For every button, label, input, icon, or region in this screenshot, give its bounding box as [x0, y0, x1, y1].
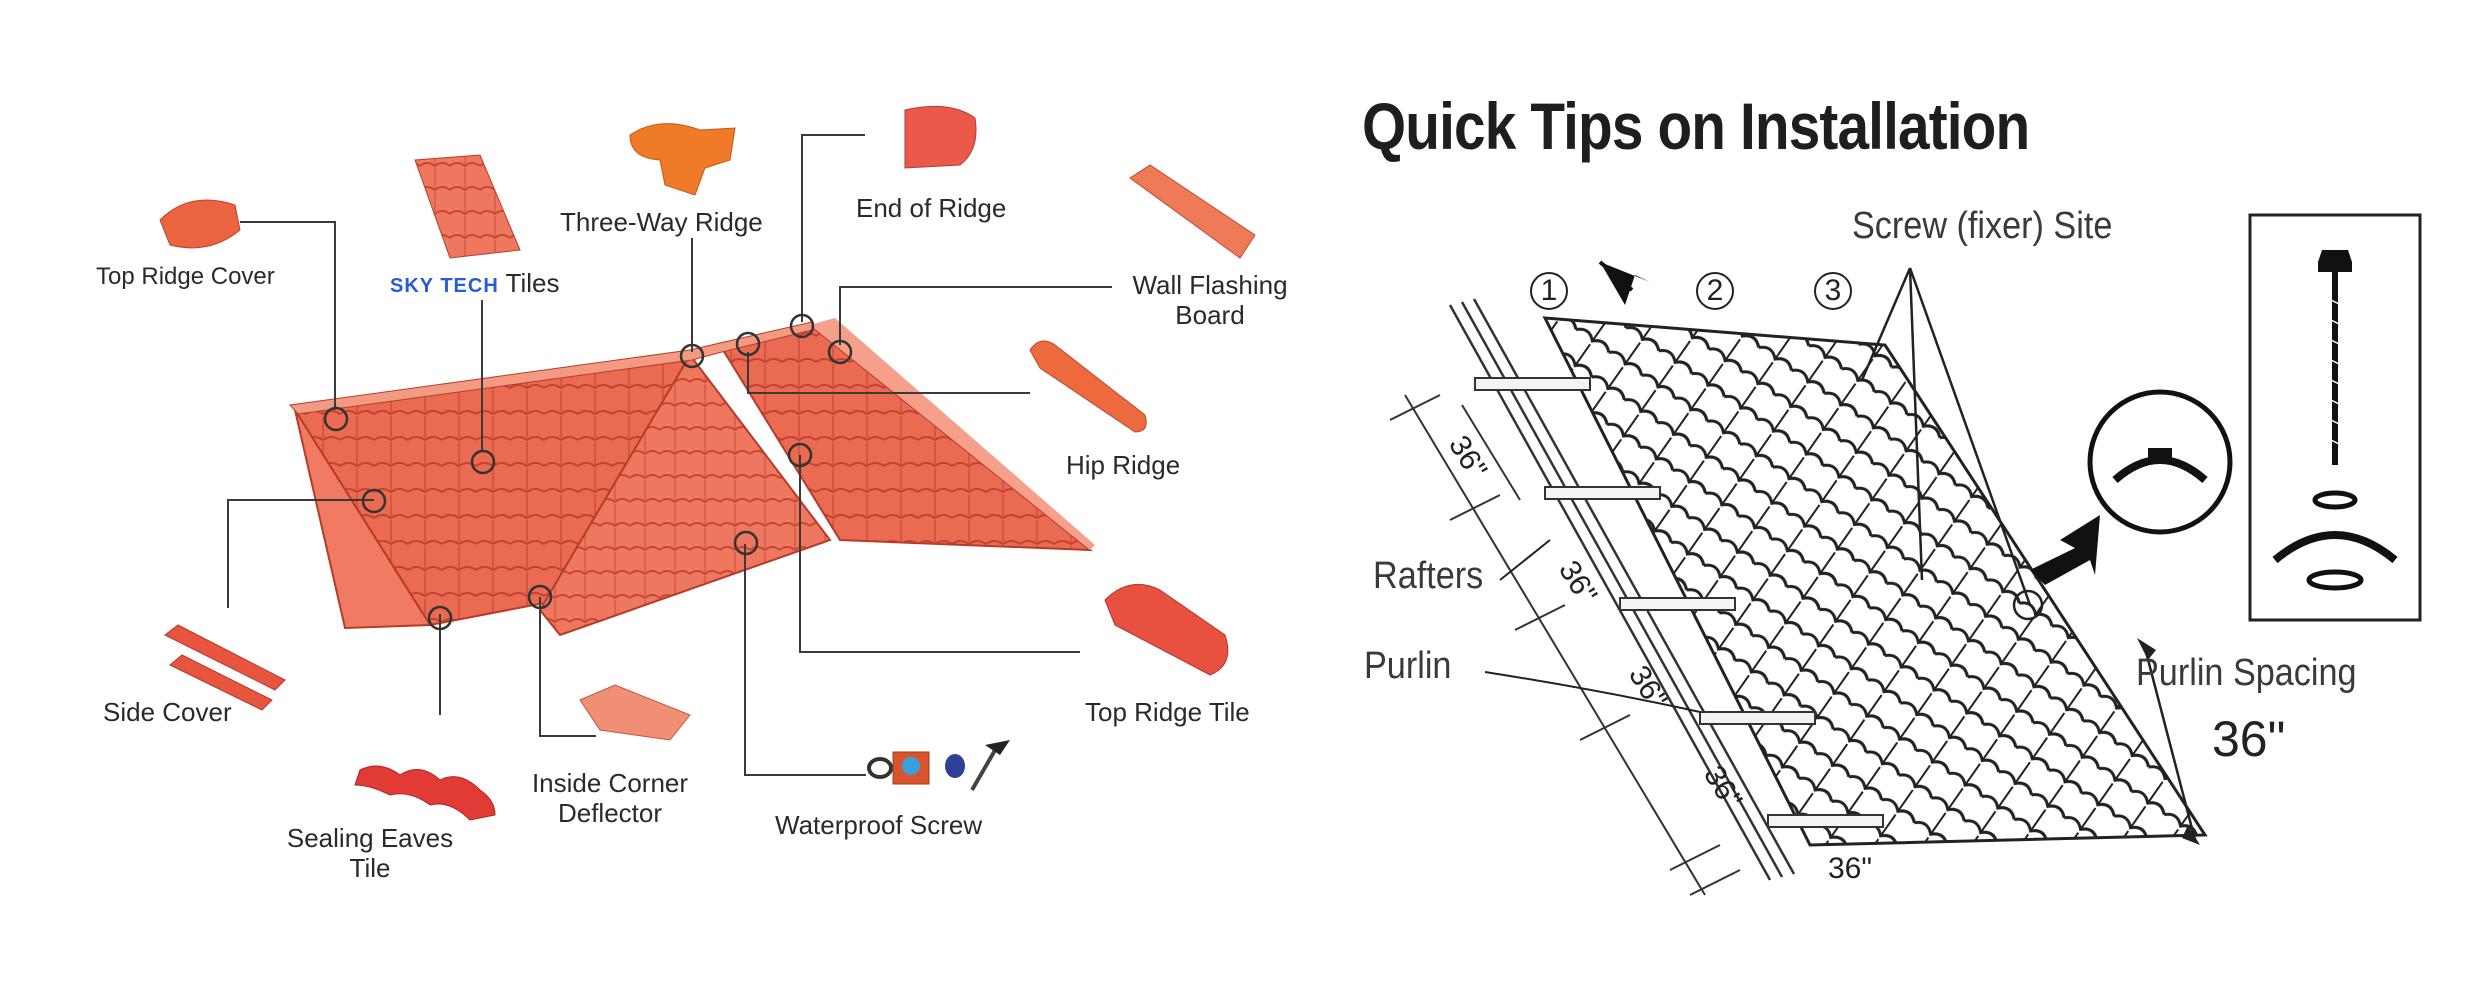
brand-sky-tech: SKY TECH [390, 275, 499, 297]
inside-corner-deflector-part [579, 684, 691, 741]
label-three-way-ridge: Three-Way Ridge [560, 207, 763, 237]
label-hip-ridge: Hip Ridge [1066, 450, 1181, 480]
purlin-spacing-value: 36" [2212, 711, 2286, 767]
row-number-1: 1 [1530, 272, 1568, 310]
leader-lines [227, 134, 1112, 776]
screw-site-marker [2012, 589, 2044, 621]
label-screw-site: Screw (fixer) Site [1852, 205, 2113, 247]
page-title: Quick Tips on Installation [1362, 89, 2030, 163]
roof-components-diagram [159, 105, 1256, 821]
sealing-eaves-tile-part [354, 765, 496, 821]
installation-drawing [1389, 213, 2422, 896]
label-inside-corner-line1: Inside Corner [531, 768, 689, 798]
hip-ridge-part [1029, 340, 1147, 433]
rafters-pointer [1499, 539, 1551, 581]
row-number-2: 2 [1696, 272, 1734, 310]
roof-hip-plane [538, 353, 832, 637]
rafter [1448, 298, 1796, 881]
purlin-pointer [1484, 671, 1701, 713]
row-number-3: 3 [1814, 272, 1852, 310]
waterproof-screw-part [867, 740, 1010, 792]
label-waterproof-screw: Waterproof Screw [775, 810, 983, 840]
end-of-ridge-part [904, 105, 977, 169]
connector-points [323, 313, 853, 631]
top-ridge-tile-part [1104, 583, 1229, 676]
dimension-line [1389, 394, 1741, 896]
label-inside-corner-deflector: Inside Corner Deflector [520, 768, 700, 828]
roof-left-side [294, 409, 432, 630]
label-tiles: Tiles [505, 268, 560, 298]
label-inside-corner-line2: Deflector [557, 798, 663, 828]
dimension-label-5: 36" [1828, 852, 1873, 885]
sky-tech-tile-sample [414, 154, 521, 259]
wall-flashing-board-part [1129, 164, 1256, 259]
screw-detail-box [2248, 213, 2422, 622]
label-top-ridge-cover: Top Ridge Cover [96, 263, 275, 290]
label-purlin: Purlin [1364, 645, 1452, 687]
label-purlin-spacing: Purlin Spacing [2136, 652, 2357, 694]
label-sky-tech-tiles: SKY TECH Tiles [390, 268, 559, 301]
side-cover-part [164, 624, 286, 711]
label-sealing-eaves-line1: Sealing Eaves [286, 823, 454, 853]
label-rafters: Rafters [1373, 555, 1484, 597]
tile-sheet [1542, 316, 2208, 847]
fixer-detail-circle [2087, 389, 2233, 535]
label-wall-flashing-line1: Wall Flashing [1132, 270, 1288, 300]
three-way-ridge-part [629, 123, 736, 196]
screw-site-pointers [1860, 267, 2032, 606]
label-side-cover: Side Cover [103, 697, 232, 727]
label-end-of-ridge: End of Ridge [856, 193, 1007, 223]
top-ridge-cover-part [159, 199, 241, 249]
label-wall-flashing-line2: Board [1175, 300, 1245, 330]
purlins [1474, 377, 1884, 828]
label-wall-flashing-board: Wall Flashing Board [1120, 270, 1300, 330]
label-sealing-eaves-line2: Tile [349, 853, 391, 883]
label-sealing-eaves-tile: Sealing Eaves Tile [275, 823, 465, 883]
label-top-ridge-tile: Top Ridge Tile [1085, 697, 1250, 727]
fixer-callout-arrow [2030, 515, 2100, 585]
roof-wall-edge [810, 318, 1095, 550]
